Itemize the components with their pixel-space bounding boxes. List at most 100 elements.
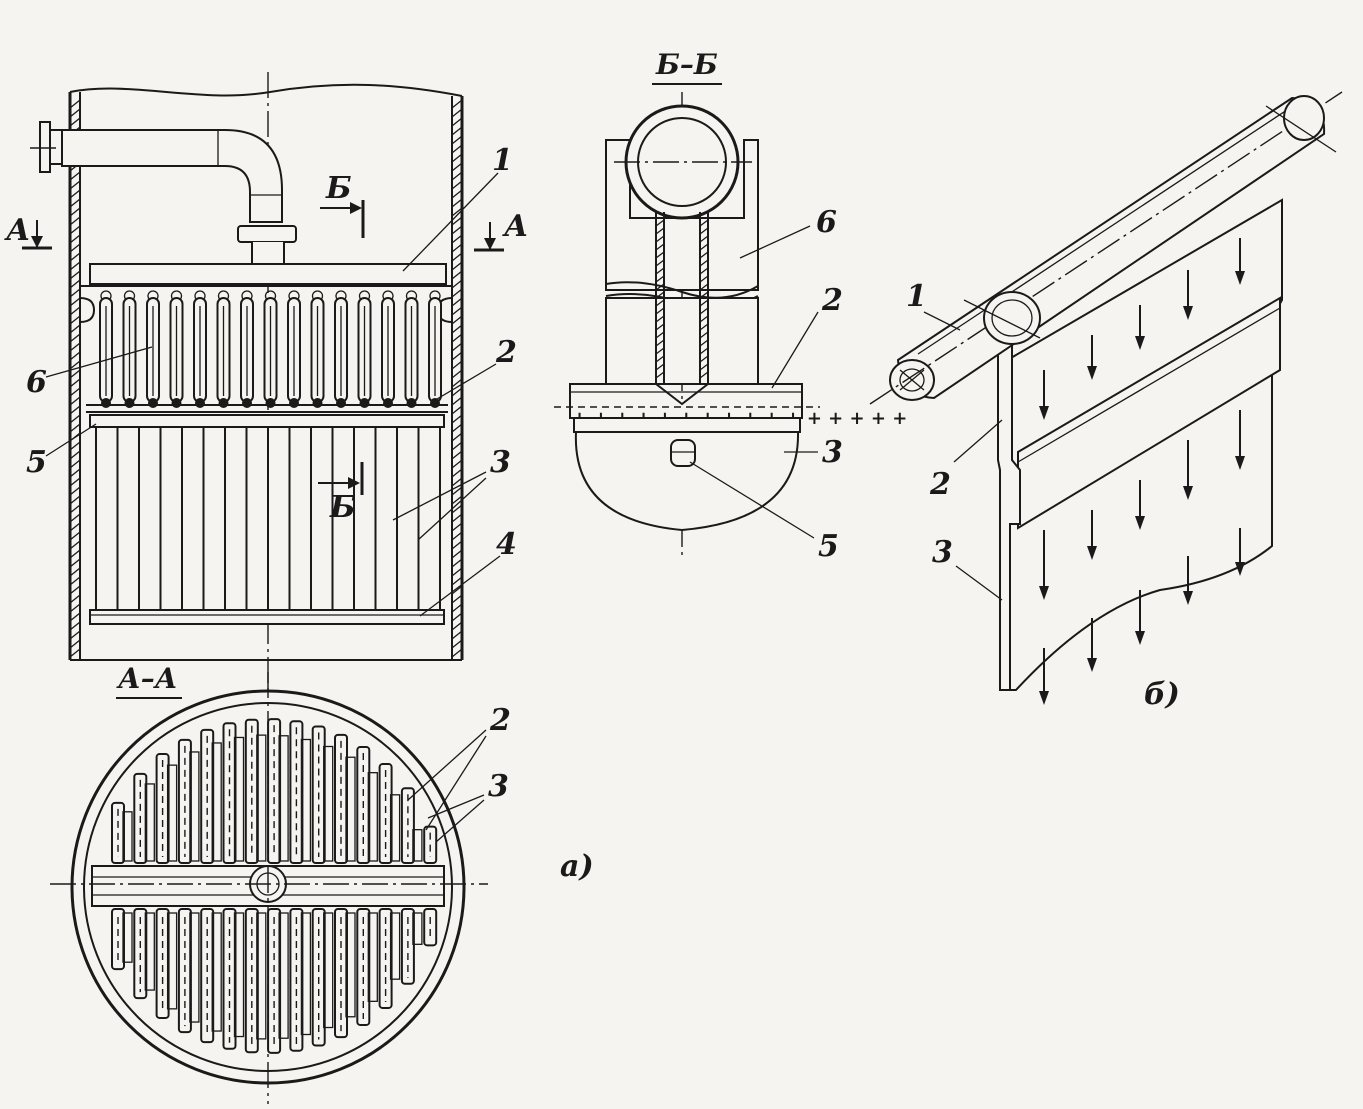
sheet-edge-2 [997, 339, 1021, 691]
feeder-nozzle [406, 398, 417, 408]
plan-plate-bottom [334, 908, 348, 1039]
plan-plate-gap [412, 829, 423, 862]
section-b-b-detail: Б–Б + + + + + + + + + + + + + + + + 6 [554, 48, 907, 564]
flow-arrow-head [1087, 658, 1097, 672]
label-1-view-a: 1 [492, 143, 513, 178]
label-3-view-b: 3 [932, 535, 953, 570]
plan-plate-gap [300, 738, 312, 862]
feeder-nozzle [148, 398, 158, 408]
panel-label-a: а) [560, 849, 594, 884]
section-bb-title: Б–Б [655, 48, 718, 81]
flow-arrow-head [1039, 691, 1049, 705]
plan-plate-gap [345, 756, 356, 862]
label-3-section-bb: 3 [822, 435, 843, 470]
flow-arrow-head [1135, 631, 1145, 645]
label-3-view-a: 3 [490, 445, 511, 480]
plan-plate-gap [233, 736, 245, 862]
feeder-nozzle [383, 398, 393, 408]
plan-plate-gap [300, 912, 312, 1036]
plan-plate-top [378, 763, 393, 864]
plate-bottom-frame [89, 609, 445, 625]
feeder-nozzle [101, 398, 111, 408]
plan-plate-gap [389, 912, 401, 980]
plan-plate-gap [122, 811, 133, 862]
section-aa-title: А–А [116, 662, 178, 695]
flow-arrow-head [1039, 406, 1049, 420]
label-2-view-a: 2 [495, 335, 517, 370]
label-2-section-bb: 2 [821, 283, 843, 318]
plan-plate-gap [256, 734, 267, 862]
feeder-nozzle [359, 398, 370, 408]
gutter-5 [670, 439, 696, 467]
cut-label-a-left: А [4, 213, 30, 248]
feeder-nozzle [171, 398, 182, 408]
feeder-nozzle [242, 398, 252, 408]
flow-arrow-head [1235, 562, 1245, 576]
plan-film-plates [111, 718, 438, 1054]
plan-plate-gap [278, 735, 289, 862]
cut-label-a-right: А [502, 209, 528, 244]
plan-plate-gap [189, 751, 200, 862]
plan-plate-gap [233, 912, 245, 1038]
cut-marker-a-right: А [474, 209, 528, 252]
plan-plate-gap [189, 912, 200, 1023]
feeder-nozzle [124, 398, 135, 408]
plan-plate-gap [367, 772, 378, 862]
feeder-nozzle [265, 398, 276, 408]
plan-plate-gap [389, 794, 401, 862]
film-plate-bottom [574, 431, 800, 532]
feeder-nozzle [218, 398, 229, 408]
plan-plate-gap [211, 912, 222, 1032]
inlet-elbow [61, 129, 283, 223]
break-line-top [69, 83, 463, 97]
plan-plate-gap [323, 912, 334, 1029]
inlet-nozzle-flange [237, 225, 297, 243]
pipe-wall-hatching [655, 219, 709, 379]
flow-arrow-head [1235, 271, 1245, 285]
plan-plate-gap [211, 742, 222, 862]
panel-label-b: б) [1144, 677, 1180, 712]
isometric-film-plate-view: 1 2 3 [869, 91, 1343, 705]
plan-plate-gap [122, 912, 133, 963]
plan-plate-gap [144, 783, 155, 862]
plan-plate-gap [323, 745, 334, 862]
flow-arrow-head [1135, 516, 1145, 530]
plan-plate-gap [278, 912, 289, 1039]
plan-plate-gap [144, 912, 155, 991]
label-6-section-bb: 6 [816, 205, 837, 240]
plan-plate-top [400, 787, 415, 864]
flow-arrow-head [1183, 306, 1193, 320]
plan-plate-bottom [111, 908, 125, 971]
plan-plate-gap [256, 912, 267, 1040]
wall-hatching-right [451, 99, 463, 658]
flow-arrow-head [1235, 456, 1245, 470]
plan-plate-gap [367, 912, 378, 1002]
flow-arrow-head [1087, 366, 1097, 380]
plan-plate-gap [166, 912, 178, 1010]
label-6-view-a: 6 [26, 365, 47, 400]
inlet-flange [39, 121, 51, 173]
flow-arrow-head [1039, 586, 1049, 600]
flow-arrow-head [1183, 486, 1193, 500]
feeder-nozzle [312, 398, 323, 408]
plate-top-frame [89, 414, 445, 428]
cut-marker-b-mid: Б [318, 462, 364, 525]
label-5-section-bb: 5 [818, 529, 839, 564]
header-pipe-outer [624, 104, 740, 220]
section-a-a-plan: А–А 2 3 [50, 662, 511, 1104]
cut-label-b-top: Б [325, 171, 352, 206]
label-2-section-aa: 2 [489, 703, 511, 738]
plan-plate-top [334, 733, 348, 865]
label-3-section-aa: 3 [488, 769, 509, 804]
label-2-view-b: 2 [929, 467, 951, 502]
flow-arrows [1039, 238, 1245, 705]
plan-plate-gap [166, 764, 178, 862]
feeder-nozzle [289, 398, 299, 408]
cut-marker-b-top: Б [320, 171, 365, 238]
plan-plate-bottom [423, 908, 438, 947]
column-longitudinal-view [30, 72, 464, 700]
plan-plate-bottom [155, 908, 170, 1019]
plan-plate-bottom [200, 908, 215, 1044]
